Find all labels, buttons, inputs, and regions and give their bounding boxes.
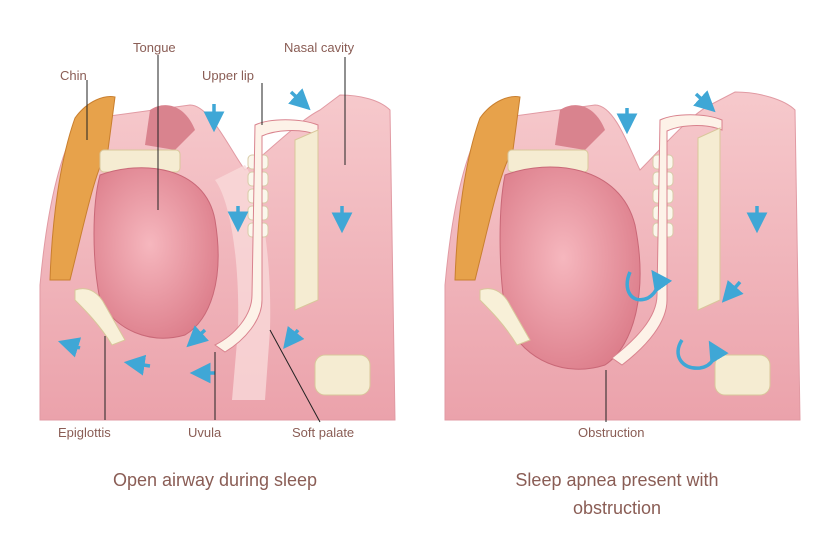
posterior-bone-left [314,354,371,396]
epiglottis-shape-right [479,288,531,346]
tongue-right [499,166,641,370]
label-tongue: Tongue [133,40,176,55]
airflow-arrows-right [616,90,768,370]
label-soft-palate: Soft palate [292,425,354,440]
vertebra-right [697,127,721,311]
caption-sleep-apnea-line2: obstruction [573,498,661,518]
chin-fat-left [49,96,116,281]
label-obstruction: Obstruction [578,425,644,440]
vertebra-left [294,129,319,311]
caption-sleep-apnea-line1: Sleep apnea present with [515,470,718,490]
caption-open-airway: Open airway during sleep [113,470,317,490]
soft-palate-right [611,114,723,366]
label-upper-lip: Upper lip [202,68,254,83]
front-lip-right [555,105,605,150]
obstructed-airway-illustration [444,90,801,422]
leader-lines-left [86,55,346,423]
airflow-arrows-left [57,88,353,384]
soft-palate-left [214,119,319,353]
label-uvula: Uvula [188,425,222,440]
open-airway-illustration [39,55,396,423]
posterior-bone-right [714,354,771,396]
label-nasal-cavity: Nasal cavity [284,40,355,55]
chin-fat-right [454,96,521,281]
label-chin: Chin [60,68,87,83]
label-epiglottis: Epiglottis [58,425,111,440]
tongue-left [93,167,219,339]
epiglottis-shape-left [74,288,126,346]
